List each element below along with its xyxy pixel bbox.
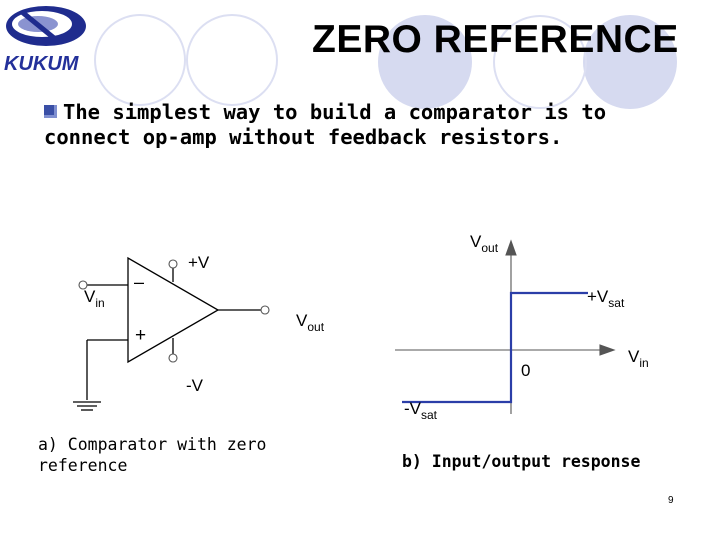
inverting-sign: – (134, 272, 145, 292)
decor-circle (583, 15, 677, 109)
logo-emblem-icon: KUKUM (4, 6, 86, 75)
logo-text: KUKUM (4, 53, 80, 74)
vin-label-main: V (84, 287, 96, 306)
graph-vout-label: Vout (470, 232, 499, 255)
graph-vout-main: V (470, 232, 482, 251)
vout-circuit-label: Vout (296, 311, 325, 334)
decor-circle (493, 15, 587, 109)
output-terminal (260, 305, 270, 315)
vout-circuit-label-main: V (296, 311, 308, 330)
x-axis-arrow-icon (599, 344, 616, 356)
graph-vin-sub: in (639, 356, 649, 370)
slide-title: ZERO REFERENCE (312, 18, 679, 61)
bullet-point: The simplest way to build a comparator i… (44, 100, 694, 150)
bullet-square-icon (44, 105, 57, 118)
vin-label: Vin (84, 287, 105, 310)
positive-sat-label: +Vsat (587, 287, 625, 310)
decor-circle (378, 15, 472, 109)
origin-label: 0 (521, 361, 531, 380)
graph-caption: b) Input/output response (402, 452, 641, 471)
negative-supply-terminal (168, 353, 178, 363)
op-amp-triangle (127, 256, 220, 364)
vout-circuit-label-sub: out (307, 320, 325, 334)
negative-sat-sub: sat (421, 408, 438, 422)
graph-vin-main: V (628, 347, 640, 366)
kukum-logo: KUKUM (2, 2, 92, 75)
noninverting-sign: + (135, 325, 147, 346)
graph-vout-sub: out (481, 241, 499, 255)
transfer-curve (402, 291, 588, 404)
graph-vin-label: Vin (628, 347, 649, 370)
page-number: 9 (668, 495, 674, 506)
decor-circle (186, 14, 278, 106)
negative-sat-label: -Vsat (404, 399, 438, 422)
input-terminal (78, 280, 88, 290)
positive-supply-terminal (168, 259, 178, 269)
bullet-text: The simplest way to build a comparator i… (44, 100, 607, 149)
y-axis-arrow-icon (505, 239, 517, 256)
decor-circle (94, 14, 186, 106)
supply-positive-label: +V (188, 253, 210, 272)
circuit-caption: a) Comparator with zero reference (38, 435, 267, 475)
negative-sat-main: -V (404, 399, 421, 418)
supply-negative-label: -V (186, 376, 203, 395)
vin-label-sub: in (95, 296, 105, 310)
positive-sat-main: +V (587, 287, 609, 306)
positive-sat-sub: sat (608, 296, 625, 310)
